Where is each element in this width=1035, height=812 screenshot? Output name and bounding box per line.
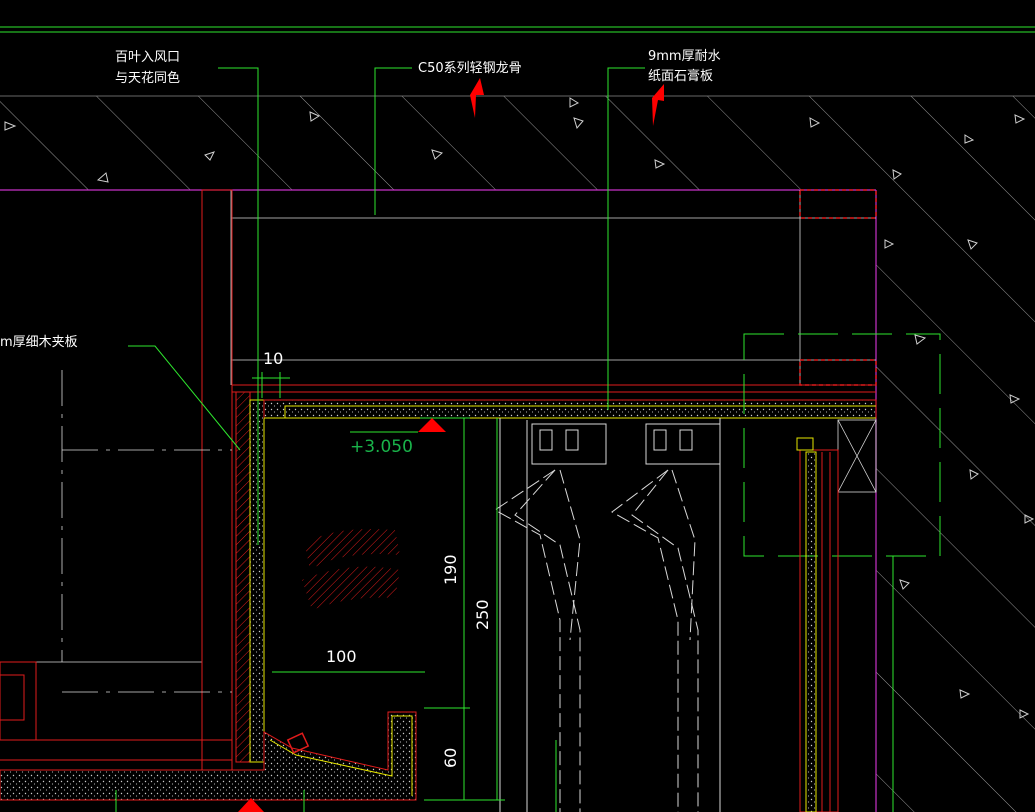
curtain-drapes: [494, 469, 699, 812]
dimension-250: 250: [473, 599, 492, 630]
dimension-60: 60: [441, 748, 460, 768]
ceiling-board: [263, 399, 877, 419]
ceiling-boundary: [0, 189, 877, 812]
right-box: [743, 189, 941, 812]
curtain-box-bottom: [0, 711, 417, 801]
frame-lines: [0, 26, 1035, 33]
gypsum-label-line2: 纸面石膏板: [648, 68, 713, 84]
dimension-100: 100: [326, 647, 357, 666]
curtain-tracks: [499, 418, 721, 812]
dimension-10: 10: [263, 349, 283, 368]
louver-label-line1: 百叶入风口: [115, 50, 180, 65]
red-hatch-symbol: [302, 529, 400, 610]
left-wall: [0, 189, 876, 771]
level-marker-icon: [418, 418, 446, 432]
concrete-slab: [0, 95, 1035, 812]
ceiling-grid: [0, 190, 876, 770]
red-arrows: [238, 78, 664, 812]
board-label: m厚细木夹板: [0, 335, 78, 350]
level-marker-icon: [238, 798, 264, 812]
dimension-190: 190: [441, 554, 460, 585]
center-lines: [61, 370, 232, 693]
arrow-icon: [652, 84, 664, 126]
gypsum-label-line1: 9mm厚耐水: [648, 49, 721, 64]
level-elevation: +3.050: [350, 437, 413, 457]
louver-label-line2: 与天花同色: [115, 70, 180, 86]
c50-keel-label: C50系列轻钢龙骨: [418, 61, 522, 76]
arrow-icon: [470, 78, 484, 118]
leader-lines: [115, 67, 894, 812]
